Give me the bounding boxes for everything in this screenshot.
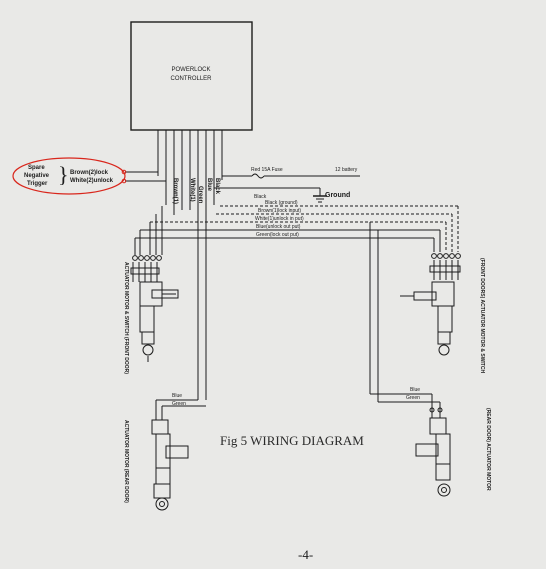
rear-door-actuator-right [415, 417, 451, 497]
harness-black: Black (ground) [265, 200, 298, 206]
diagram-title: Fig 5 WIRING DIAGRAM [220, 433, 364, 448]
trigger-white-label: White(2)unlock [70, 178, 113, 184]
wire-blue: Blue [206, 178, 212, 192]
harness-brown: Brown(1)lock input) [258, 208, 302, 214]
rear-left-blue: Blue [172, 393, 183, 399]
front-doors-caption: (FRONT DOORS) ACTUATOR MOTOR & SWITCH [479, 258, 485, 374]
front-door-actuator-left [139, 281, 179, 362]
controller-label: POWERLOCK CONTROLLER [132, 66, 250, 84]
page-number: -4- [298, 547, 314, 562]
fuse-label: Red 15A Fuse [251, 167, 283, 173]
trigger-left-1: Spare [28, 165, 45, 171]
harness-white: White(1)unlock in put) [255, 216, 304, 222]
wire-green: Green [197, 186, 203, 204]
rear-right-blue: Blue [410, 387, 421, 393]
battery-label: 12 battery [335, 167, 358, 173]
wire-brown-1: Brown(1) [172, 178, 178, 204]
rear-door-actuator-left [151, 419, 189, 511]
trigger-brown-label: Brown(2)lock [70, 170, 109, 176]
harness-blue: Blue(unlock out put) [256, 224, 301, 230]
ground-label: Ground [325, 192, 351, 199]
front-door-actuator-right [400, 281, 455, 356]
wire-black: Black [214, 178, 220, 195]
rear-right-green: Green [406, 395, 420, 401]
controller-line-2: CONTROLLER [170, 76, 212, 82]
trigger-brace: } [58, 162, 69, 187]
rear-left-green: Green [172, 401, 186, 407]
rear-right-caption: (REAR DOOR) ACTUATOR MOTOR [485, 408, 491, 491]
wire-white-1: White(1) [189, 178, 195, 202]
controller-line-1: POWERLOCK [171, 67, 211, 73]
trigger-left-3: Trigger [27, 181, 48, 187]
trigger-left-2: Negative [24, 173, 50, 179]
rear-left-caption: ACTUATOR MOTOR (REAR DOOR) [123, 420, 129, 503]
harness-green: Green(lock out put) [256, 232, 299, 238]
ground-black-label: Black [254, 194, 267, 200]
front-door-caption: ACTUATOR MOTOR & SWITCH (FRONT DOOR) [123, 262, 129, 374]
spare-trigger-highlight [12, 157, 126, 195]
